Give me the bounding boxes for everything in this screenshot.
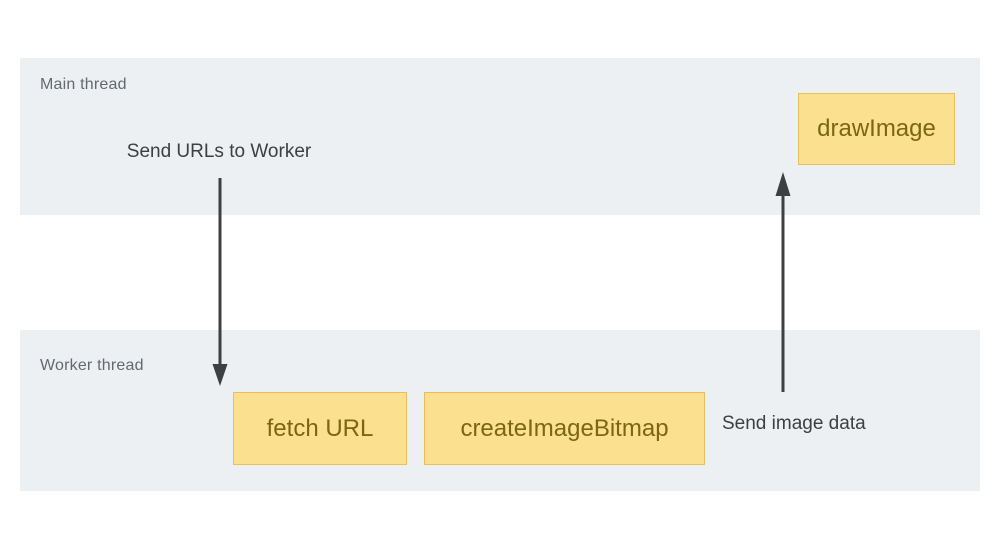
up-arrow-icon xyxy=(775,172,791,392)
node-fetch-url: fetch URL xyxy=(233,392,407,465)
arrow-label-send-urls: Send URLs to Worker xyxy=(126,141,312,162)
node-create-image-bitmap: createImageBitmap xyxy=(424,392,705,465)
node-drawimage: drawImage xyxy=(798,93,955,165)
main-thread-label: Main thread xyxy=(40,76,127,93)
worker-thread-label: Worker thread xyxy=(40,357,144,374)
arrow-label-send-image-data: Send image data xyxy=(722,413,866,434)
down-arrow-icon xyxy=(212,178,228,386)
